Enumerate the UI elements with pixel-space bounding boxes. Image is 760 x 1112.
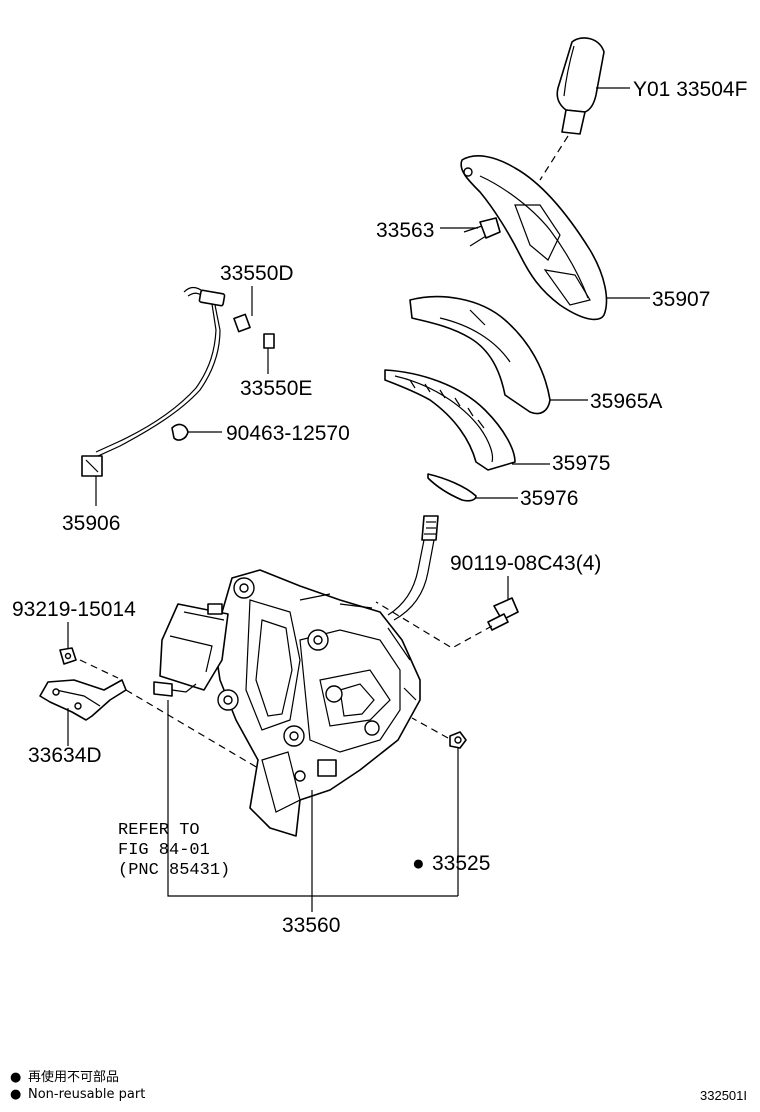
bracket-33634d (39, 679, 127, 721)
bolt-90119 (487, 597, 519, 631)
dash-knob (539, 135, 569, 181)
label-35976: 35976 (520, 487, 578, 510)
label-33563: 33563 (376, 219, 434, 242)
dash-33525 (411, 717, 449, 739)
label-33525: 33525 (432, 852, 490, 875)
figure-code: 332501I (700, 1088, 747, 1103)
bulb-33550d (233, 313, 251, 333)
shift-lever-assembly (213, 569, 421, 837)
label-33560: 33560 (282, 914, 340, 937)
clamp-90463 (171, 423, 189, 441)
legend-bullet-2: ● (10, 1087, 21, 1102)
pin-33563 (463, 217, 501, 247)
wire-harness-35906 (81, 286, 226, 477)
position-sensor (153, 603, 229, 697)
label-33634d: 33634D (28, 744, 102, 767)
label-93219: 93219-15014 (12, 598, 136, 621)
refer-line1: REFER TO (118, 821, 200, 840)
label-33550d: 33550D (220, 262, 294, 285)
nut-33525 (449, 731, 467, 749)
bullet-33525: ● (412, 852, 425, 875)
bulb-33550e (263, 333, 275, 349)
legend-bullet-1: ● (10, 1070, 21, 1085)
label-knob: Y01 33504F (633, 78, 747, 101)
upper-bezel (460, 155, 608, 321)
cover-35965a (409, 295, 551, 415)
shift-knob (556, 37, 605, 135)
dash-33634d (125, 689, 259, 769)
dash-90119 (375, 601, 493, 649)
label-35965a: 35965A (590, 390, 662, 413)
bolt-93219 (59, 647, 77, 665)
label-33550e: 33550E (240, 377, 312, 400)
plate-35976 (427, 473, 477, 502)
refer-line3: (PNC 85431) (118, 861, 230, 880)
label-90119: 90119-08C43(4) (450, 552, 601, 575)
legend-item-2: Non-reusable part (28, 1087, 145, 1102)
label-35975: 35975 (552, 452, 610, 475)
label-35906: 35906 (62, 512, 120, 535)
legend-item-1: 再使用不可部品 (28, 1069, 119, 1085)
leader-refer (167, 700, 458, 897)
shift-lever-rod (387, 515, 439, 621)
dash-93219 (79, 659, 119, 679)
indicator-plate-35975 (384, 369, 516, 471)
refer-line2: FIG 84-01 (118, 841, 210, 860)
label-35907: 35907 (652, 288, 710, 311)
label-90463: 90463-12570 (226, 422, 350, 445)
